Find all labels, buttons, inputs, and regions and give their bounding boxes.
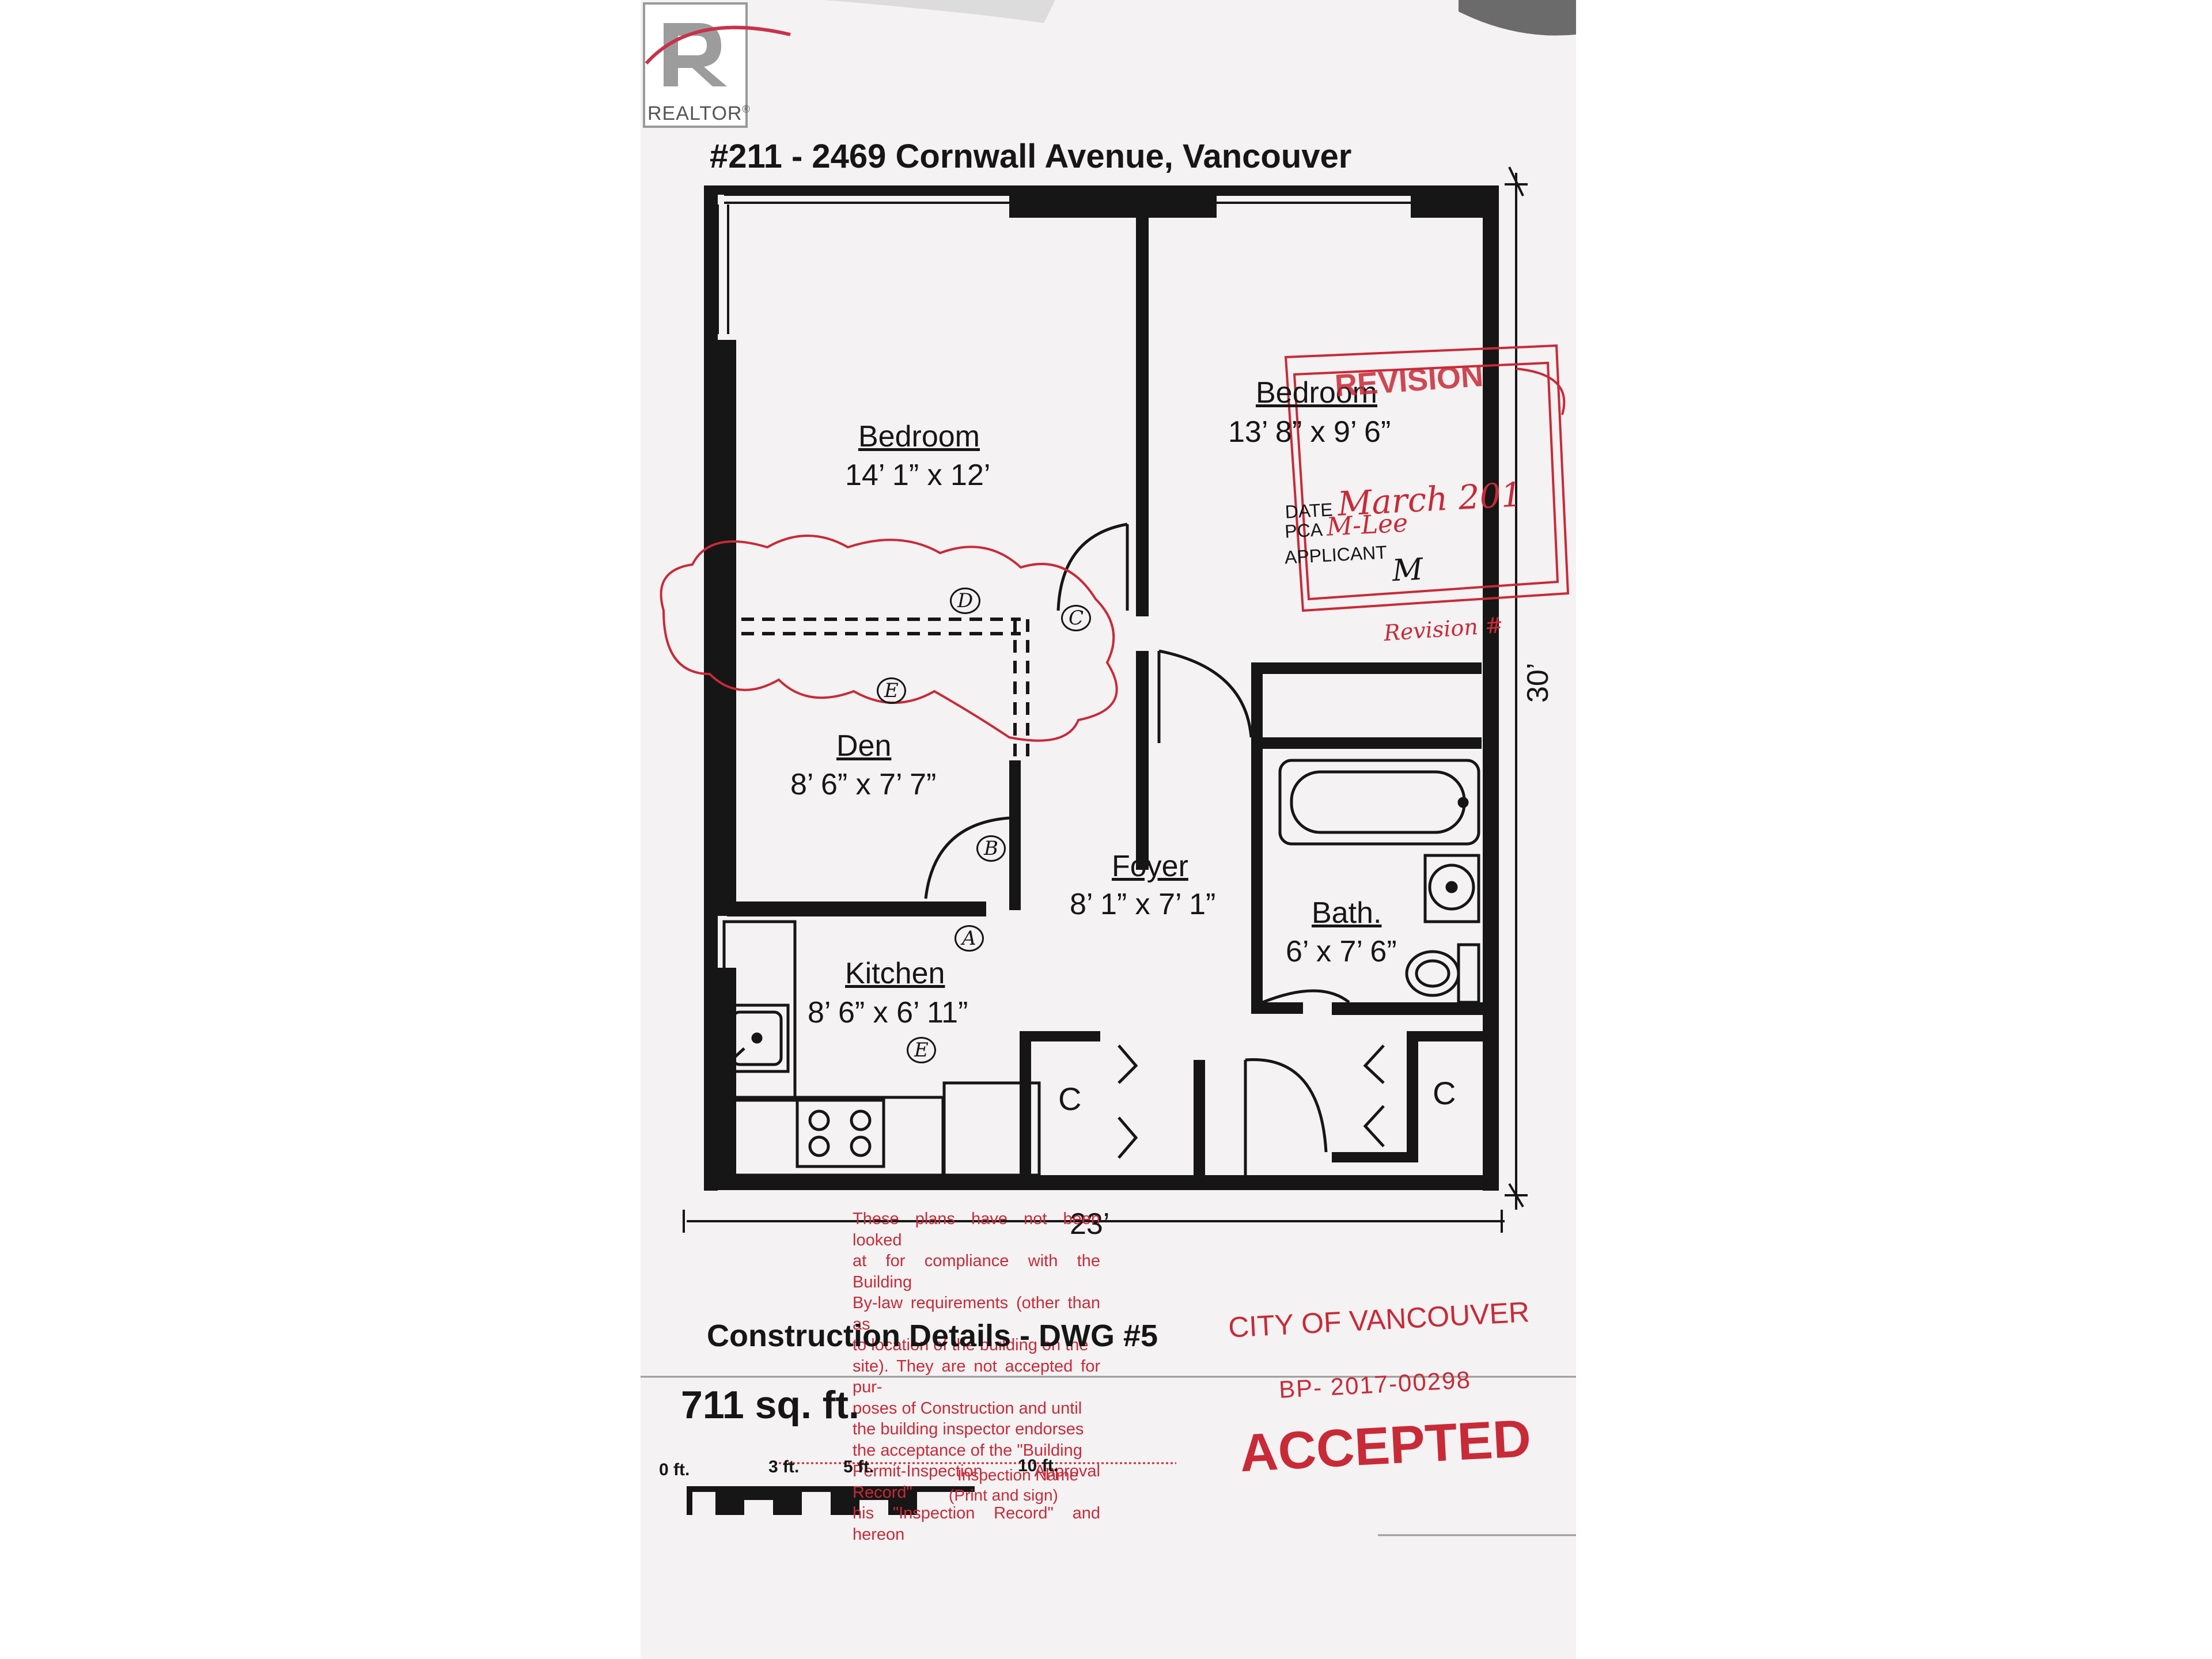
notice-line: poses of Construction and until — [853, 1399, 1082, 1418]
den-dashed-walls — [741, 618, 1029, 760]
room-name-foyer: Foyer — [1112, 850, 1188, 883]
scale-label-3: 3 ft. — [768, 1457, 800, 1476]
notice-line: site). They are not accepted for pur- — [853, 1357, 1100, 1397]
windows — [717, 194, 1411, 1094]
marker-a: A — [955, 925, 984, 952]
room-dims-den: 8’ 6” x 7’ 7” — [790, 768, 937, 801]
stove-fixture — [796, 1099, 885, 1168]
notice-line: the acceptance of the "Building — [853, 1441, 1082, 1460]
kitchen-counters — [722, 920, 1041, 1177]
dimension-lines — [683, 166, 1528, 1233]
floor-plan-photo: REALTOR® #211 - 2469 Cornwall Avenue, Va… — [641, 0, 1576, 1659]
city-notice-text: These plans have not been looked at for … — [853, 1209, 1100, 1545]
scale-label-10: 10 ft. — [1018, 1456, 1059, 1475]
revision-stamp-box — [1284, 344, 1570, 612]
scale-label-5: 5 ft. — [843, 1457, 874, 1476]
inspector-name-label: Inspection Name — [957, 1466, 1079, 1484]
plan-title: #211 - 2469 Cornwall Avenue, Vancouver — [710, 138, 1352, 175]
door-swings — [924, 522, 1350, 1175]
notice-line: his "Inspection Record" and hereon — [853, 1504, 1100, 1544]
closet-label-left: C — [1058, 1081, 1082, 1117]
walls — [704, 185, 1499, 1191]
marker-d: D — [950, 588, 981, 614]
revision-pca-value: M-Lee — [1325, 508, 1409, 542]
closet-label-right: C — [1433, 1075, 1456, 1111]
room-name-bath: Bath. — [1312, 896, 1382, 930]
notice-line: These plans have not been looked — [853, 1210, 1100, 1249]
room-name-bedroom-1: Bedroom — [858, 420, 980, 453]
room-name-bedroom-2: Bedroom — [1256, 376, 1377, 410]
notice-line: to location of the building on the — [853, 1336, 1089, 1354]
drawing-number: Construction Details - DWG #5 — [707, 1319, 1158, 1353]
revision-cloud — [660, 535, 1118, 742]
toilet-fixture — [1405, 943, 1480, 1004]
kitchen-sink-fixture — [724, 1003, 790, 1073]
marker-e-kitchen: E — [907, 1037, 936, 1063]
floor-plan-drawing — [641, 0, 1576, 1536]
room-dims-bedroom-1: 14’ 1” x 12’ — [845, 459, 991, 492]
notice-line: Permit-Inspection Approval Record" — [853, 1462, 1100, 1502]
dimension-width: 23’ — [1070, 1207, 1110, 1241]
marker-b: B — [976, 835, 1006, 862]
realtor-logo-text: REALTOR® — [647, 103, 751, 124]
notice-line: at for compliance with the Building — [853, 1252, 1100, 1291]
revision-pca-label: PCA — [1284, 519, 1323, 542]
background-object — [1459, 0, 1576, 36]
notice-line: By-law requirements (other than as — [853, 1294, 1100, 1334]
closet-doors — [1118, 1044, 1385, 1159]
room-name-den: Den — [836, 729, 892, 763]
realtor-logo — [643, 2, 791, 128]
dimension-height: 30’ — [1521, 662, 1555, 703]
marker-c: C — [1061, 605, 1092, 631]
room-dims-bedroom-2: 13’ 8” x 9’ 6” — [1228, 415, 1391, 449]
room-name-kitchen: Kitchen — [845, 957, 945, 990]
marker-e-den: E — [877, 677, 906, 704]
scale-label-0: 0 ft. — [659, 1460, 690, 1479]
bathtub-fixture — [1278, 759, 1480, 846]
floor-area: 711 sq. ft. — [681, 1383, 859, 1427]
scale-bar — [687, 1486, 975, 1515]
room-dims-bath: 6’ x 7’ 6” — [1286, 935, 1397, 968]
room-dims-foyer: 8’ 1” x 7’ 1” — [1070, 888, 1216, 921]
revision-applicant-value: M — [1391, 552, 1424, 589]
notice-line: the building inspector endorses — [853, 1420, 1084, 1438]
inspector-sign-label: (Print and sign) — [949, 1486, 1058, 1504]
bathroom-sink-fixture — [1423, 854, 1480, 923]
room-dims-kitchen: 8’ 6” x 6’ 11” — [808, 996, 968, 1029]
